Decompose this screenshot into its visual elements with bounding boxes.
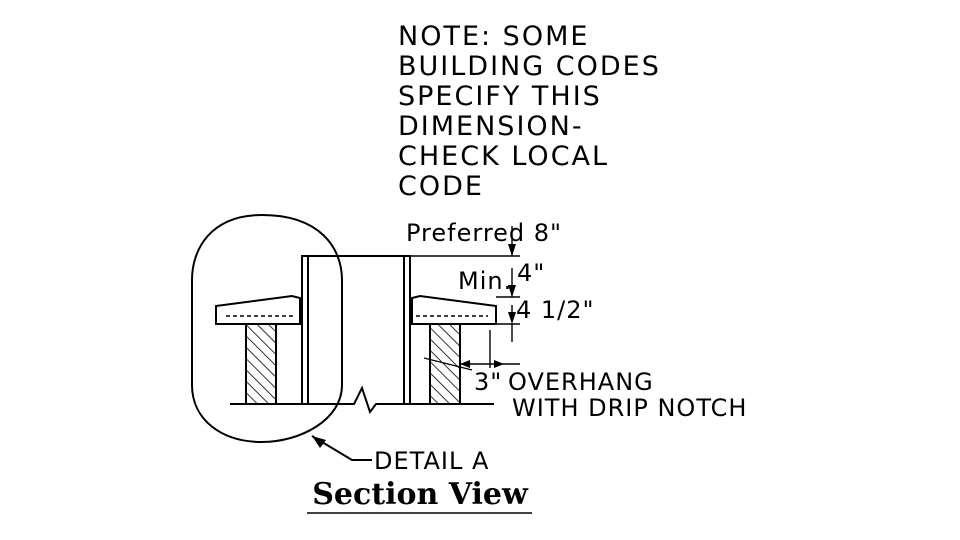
left-crown-slab [215,294,301,325]
detail-a-leader [311,435,372,461]
chimney-flue [301,255,411,404]
detail-a-leader-arrow [312,436,326,448]
note-line: NOTE: SOME [398,21,589,52]
right-crown-slab [411,294,497,325]
right-brick-column [429,323,461,405]
thickness-dimension-label: 4 1/2" [516,296,595,324]
note-line: SPECIFY THIS [398,81,602,112]
drawing-title: Section View [312,477,529,512]
base-line [230,385,494,415]
left-brick-column [245,323,277,405]
minimum-prefix-label: Min. [458,267,512,295]
code-note: NOTE: SOME BUILDING CODES SPECIFY THIS D… [398,21,661,202]
overhang-label: OVERHANG [508,368,654,396]
detail-a-label: DETAIL A [374,447,489,475]
dimension-lines [410,226,520,371]
overhang-value-label: 3" [474,368,502,396]
drip-notch-label: WITH DRIP NOTCH [512,394,747,422]
note-line: DIMENSION- [398,111,584,142]
minimum-value-label: 4" [517,259,545,287]
preferred-dimension-label: Preferred 8" [406,219,562,247]
note-line: CODE [398,171,484,202]
note-line: BUILDING CODES [398,51,661,82]
note-line: CHECK LOCAL [398,141,609,172]
detail-a-boundary [191,213,343,444]
